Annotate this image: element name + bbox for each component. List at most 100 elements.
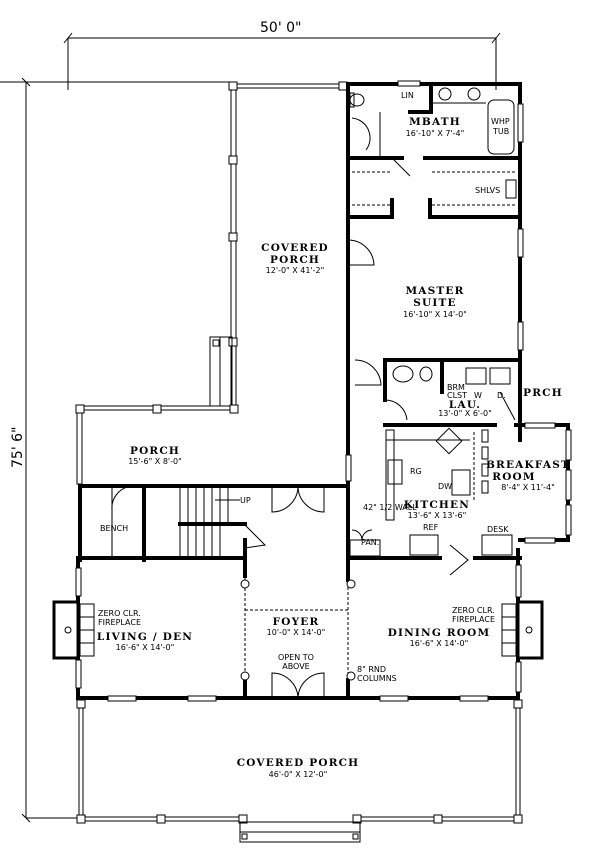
desk-icon [481, 534, 513, 556]
dimension-lines: 50' 0" 75' 6" [0, 20, 501, 823]
porch-post [433, 814, 443, 824]
window [107, 695, 137, 702]
kitchen-title: KITCHEN [404, 499, 470, 511]
porch-post [75, 404, 85, 414]
lau-prch-door[interactable] [499, 391, 516, 421]
master-suite-title-1: MASTER [405, 285, 464, 297]
living-size: 16'-6" X 14'-0" [116, 643, 175, 652]
window [459, 695, 489, 702]
mbath-door[interactable] [391, 157, 411, 177]
window [75, 567, 82, 597]
window [565, 504, 572, 536]
porch-step [239, 831, 361, 843]
fireplace-left-label-2: FIREPLACE [98, 618, 141, 627]
column [240, 579, 250, 589]
porch-post [76, 699, 86, 709]
porch-post [338, 81, 348, 91]
open-to-above-2: ABOVE [282, 662, 310, 671]
whirlpool-tub-icon [487, 99, 515, 155]
fixtures [349, 87, 517, 557]
kitchen-size: 13'-6" X 13'-6" [408, 511, 467, 520]
window [565, 429, 572, 461]
dishwasher-icon [451, 469, 471, 496]
columns [240, 578, 356, 681]
firebox-icon [64, 626, 72, 634]
dining-title: DINING ROOM [388, 627, 491, 639]
breakfast-size: 8'-4" X 11'-4" [501, 483, 555, 492]
porch-post [228, 337, 238, 347]
master-suite-size: 16'-10" X 14'-0" [403, 310, 467, 319]
window [565, 469, 572, 501]
lau-title: LAU. [449, 399, 481, 411]
kitchen-swing-door[interactable] [449, 544, 469, 576]
toilet-tank [349, 92, 355, 108]
step-post [241, 833, 248, 840]
counter-edge [385, 429, 395, 521]
porch-french-door[interactable] [271, 485, 325, 513]
porch-post [352, 814, 362, 824]
columns-label-2: COLUMNS [357, 674, 397, 683]
porch-post [76, 814, 86, 824]
fireplace-left-label-1: ZERO CLR. [98, 609, 141, 618]
fireplace-box [52, 600, 80, 660]
stair-closet-door[interactable] [244, 524, 267, 549]
stairs: UP BENCH [100, 486, 251, 558]
range-icon [387, 459, 403, 485]
porch-rail [78, 701, 84, 821]
dryer-label: D. [497, 391, 506, 400]
window [379, 695, 409, 702]
shower-icon [351, 117, 371, 151]
washer-label: W [474, 391, 482, 400]
window [524, 537, 556, 544]
shelves-label: SHLVS [475, 186, 500, 195]
porch-post [228, 155, 238, 165]
dim-tick [21, 77, 31, 87]
columns-label-1: 8" RND [357, 665, 386, 674]
wall [383, 358, 522, 442]
window [75, 659, 82, 689]
dining-size: 16'-6" X 14'-0" [410, 639, 469, 648]
sink-icon [392, 365, 414, 383]
bar-stool [481, 463, 489, 477]
master-suite-door[interactable] [347, 239, 375, 266]
foyer-size: 10'-0" X 14'-0" [267, 628, 326, 637]
wall [408, 82, 433, 114]
kitchen-sink-icon [435, 427, 463, 455]
linen-label: LIN [401, 91, 414, 100]
mbath-title: MBATH [409, 116, 461, 128]
dryer-icon [489, 367, 511, 385]
front-french-door[interactable] [271, 672, 325, 699]
bath-door[interactable] [384, 399, 408, 421]
window [515, 564, 522, 598]
washer-icon [465, 367, 487, 385]
bench-door[interactable] [111, 485, 135, 511]
sink-icon [438, 87, 452, 101]
breakfast-title-1: BREAKFAST [486, 459, 570, 471]
whp-label: WHP [491, 117, 510, 126]
window [187, 695, 217, 702]
front-porch-size: 46'-0" X 12'-0" [269, 770, 328, 779]
side-porch-size: 12'-0" X 41'-2" [266, 266, 325, 275]
bench-label: BENCH [100, 524, 128, 533]
fireplace-box [516, 600, 544, 660]
window [517, 321, 524, 351]
broom-closet-label-1: BRM [447, 383, 465, 392]
side-porch-title-2: PORCH [270, 254, 320, 266]
master-suite-title-2: SUITE [413, 297, 456, 309]
toilet-icon [349, 93, 365, 107]
fireplace-right [501, 600, 544, 660]
pantry-label: PAN. [361, 538, 379, 547]
column [346, 579, 356, 589]
porch-post [238, 814, 248, 824]
windows [75, 80, 572, 702]
prch-title: PRCH [523, 387, 563, 399]
breakfast-title-2: ROOM [492, 471, 535, 483]
foyer-title: FOYER [273, 616, 320, 628]
width-dimension: 50' 0" [260, 20, 301, 36]
hall-door[interactable] [354, 359, 382, 386]
porch-post [152, 404, 162, 414]
lau-size: 13'-0" X 6'-0" [438, 409, 492, 418]
porch-rail [232, 83, 346, 89]
front-covered-porch [76, 699, 523, 843]
